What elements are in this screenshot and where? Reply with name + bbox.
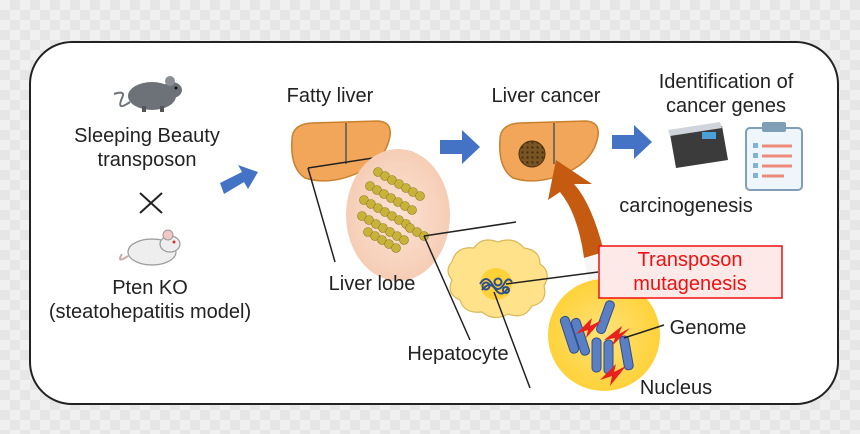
fatty-liver-label: Fatty liver xyxy=(287,85,374,107)
identification-label-line2: cancer genes xyxy=(666,95,786,117)
source-label-line2: transposon xyxy=(98,149,197,171)
model-label-line1: Pten KO xyxy=(112,277,188,299)
identification-label-line1: Identification of xyxy=(659,71,794,93)
blue-arrow-icon xyxy=(612,125,652,159)
blue-arrow-icon xyxy=(220,165,258,194)
hepatocyte-icon xyxy=(447,239,548,319)
tumor-icon xyxy=(518,140,546,168)
sequencer-icon xyxy=(668,122,728,168)
white-mouse-icon xyxy=(112,224,188,270)
cross-icon xyxy=(139,192,163,214)
mutagenesis-label-line1: Transposon xyxy=(638,249,743,271)
cancer-liver-icon xyxy=(499,120,599,182)
source-label-line1: Sleeping Beauty xyxy=(74,125,220,147)
report-icon xyxy=(745,122,803,191)
gray-mouse-icon xyxy=(108,72,184,116)
dna-icon xyxy=(479,277,513,295)
genome-label: Genome xyxy=(670,317,747,339)
pointer-line xyxy=(623,324,665,339)
mutagenesis-box xyxy=(598,245,783,299)
pointer-line xyxy=(493,291,531,389)
liver-lobe-label: Liver lobe xyxy=(329,273,416,295)
model-label-line2: (steatohepatitis model) xyxy=(49,301,251,323)
mutagenesis-label-line2: mutagenesis xyxy=(633,273,746,295)
liver-lobe-icon xyxy=(346,149,450,281)
pointer-line xyxy=(307,167,336,263)
lightning-bolt-icon xyxy=(576,318,630,386)
blue-arrow-icon xyxy=(440,130,480,164)
nucleus-label: Nucleus xyxy=(640,377,712,399)
hepatocyte-label: Hepatocyte xyxy=(407,343,508,365)
carcinogenesis-arrow-icon xyxy=(548,160,604,258)
pointer-line xyxy=(423,221,517,237)
chromosome-icon xyxy=(559,300,634,375)
pointer-line xyxy=(505,271,599,285)
pointer-line xyxy=(423,235,471,341)
liver-cancer-label: Liver cancer xyxy=(492,85,601,107)
carcinogenesis-label: carcinogenesis xyxy=(619,195,752,217)
